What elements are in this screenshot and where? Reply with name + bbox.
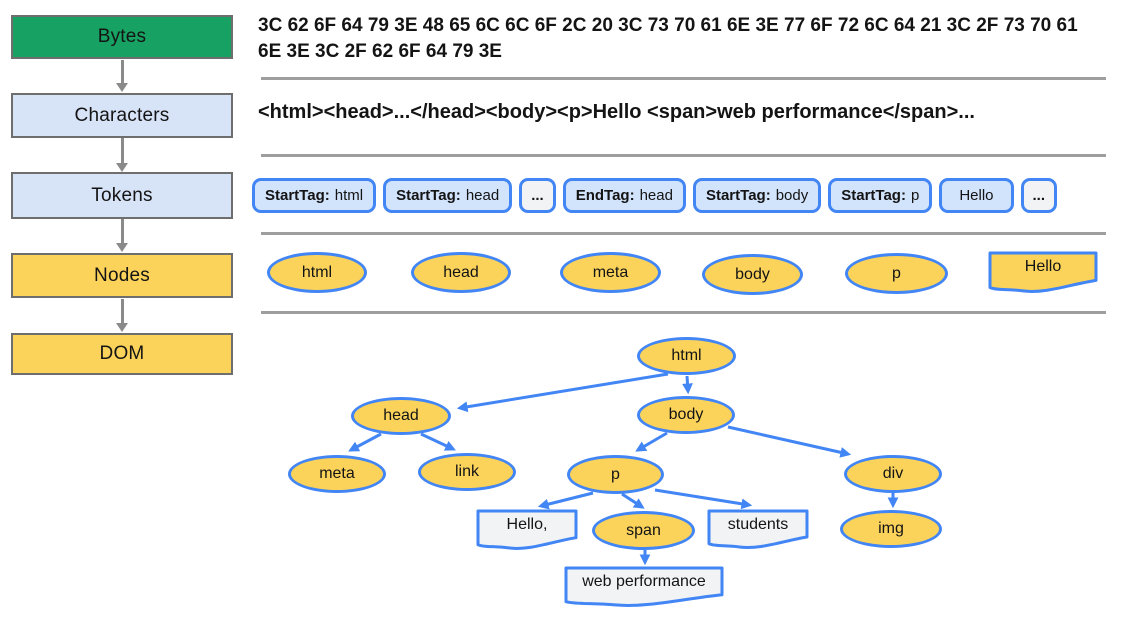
characters-text: <html><head>...</head><body><p>Hello <sp… bbox=[258, 101, 975, 123]
node-label: p bbox=[892, 264, 901, 282]
token-text-hello: Hello bbox=[939, 178, 1014, 213]
arrow-shaft bbox=[120, 60, 124, 83]
dom-node-meta: meta bbox=[288, 455, 386, 493]
dom-node-body: body bbox=[637, 396, 735, 434]
down-arrow-icon bbox=[115, 299, 129, 332]
token-type: StartTag: bbox=[396, 187, 461, 204]
token-ellipsis: ... bbox=[1020, 178, 1058, 213]
token-value: html bbox=[334, 187, 364, 204]
stage-tokens: Tokens bbox=[11, 172, 233, 219]
bytes-hex-line-1: 3C 62 6F 64 79 3E 48 65 6C 6C 6F 2C 20 3… bbox=[258, 15, 1078, 36]
down-arrow-icon bbox=[115, 138, 129, 172]
dom-node-div: div bbox=[844, 455, 942, 493]
down-arrow-icon bbox=[115, 60, 129, 92]
token-starttag-head: StartTag:head bbox=[383, 178, 513, 213]
token-type: StartTag: bbox=[265, 187, 330, 204]
node-label: Hello, bbox=[506, 515, 548, 533]
node-label: body bbox=[735, 265, 770, 283]
node-textnode-hello: Hello bbox=[988, 251, 1098, 293]
node-label: meta bbox=[319, 465, 355, 482]
dom-node-link: link bbox=[418, 453, 516, 491]
down-arrow-icon bbox=[115, 219, 129, 252]
dom-textnode-web-performance: web performance bbox=[564, 566, 724, 607]
stage-dom: DOM bbox=[11, 333, 233, 375]
dom-textnode-students: students bbox=[707, 509, 809, 550]
token-value: Hello bbox=[959, 187, 994, 204]
token-type: EndTag: bbox=[575, 187, 635, 204]
arrow-shaft bbox=[120, 138, 124, 163]
arrow-shaft bbox=[120, 219, 124, 243]
node-label: img bbox=[878, 520, 904, 537]
node-label: web performance bbox=[582, 572, 706, 590]
token-type: StartTag: bbox=[705, 187, 771, 204]
node-label: Hello bbox=[1024, 258, 1062, 276]
dom-node-head: head bbox=[351, 397, 451, 435]
document-shape-icon bbox=[564, 566, 724, 607]
stage-characters-label: Characters bbox=[74, 104, 170, 126]
arrow-head bbox=[116, 323, 128, 332]
node-label: p bbox=[611, 465, 620, 483]
token-endtag-head: EndTag:head bbox=[562, 178, 686, 213]
token-value: head bbox=[465, 187, 500, 204]
stage-dom-label: DOM bbox=[99, 343, 145, 364]
dom-node-span: span bbox=[592, 511, 695, 550]
token-starttag-html: StartTag:html bbox=[252, 178, 377, 213]
node-label: meta bbox=[592, 263, 629, 281]
row-divider bbox=[261, 311, 1106, 314]
arrow-head bbox=[116, 163, 128, 172]
document-shape-icon bbox=[707, 509, 809, 550]
row-divider bbox=[261, 232, 1106, 235]
arrow-head bbox=[116, 243, 128, 252]
token-value: p bbox=[910, 187, 920, 204]
bytes-hex-line-2: 6E 3E 3C 2F 62 6F 64 79 3E bbox=[258, 41, 502, 62]
dom-node-img: img bbox=[840, 510, 942, 548]
token-value: ... bbox=[531, 187, 544, 204]
stage-nodes: Nodes bbox=[11, 253, 233, 298]
node-label: div bbox=[882, 465, 904, 482]
stage-nodes-label: Nodes bbox=[94, 264, 150, 286]
node-label: body bbox=[668, 406, 704, 423]
stage-bytes: Bytes bbox=[11, 15, 233, 59]
token-value: ... bbox=[1032, 187, 1046, 204]
stage-tokens-label: Tokens bbox=[91, 184, 153, 206]
node-label: students bbox=[727, 515, 789, 533]
node-label: span bbox=[626, 521, 661, 539]
node-ellipse-html: html bbox=[267, 252, 367, 293]
dom-node-html: html bbox=[637, 337, 736, 375]
token-value: body bbox=[775, 187, 809, 204]
token-ellipsis: ... bbox=[519, 178, 556, 213]
node-ellipse-head: head bbox=[411, 252, 511, 293]
node-label: html bbox=[301, 263, 333, 281]
token-value: head bbox=[639, 187, 673, 204]
node-ellipse-p: p bbox=[845, 253, 948, 294]
stage-characters: Characters bbox=[11, 93, 233, 138]
document-shape-icon bbox=[988, 251, 1098, 293]
node-ellipse-meta: meta bbox=[560, 252, 661, 293]
node-ellipse-body: body bbox=[702, 254, 803, 295]
row-divider bbox=[261, 154, 1106, 157]
row-divider bbox=[261, 77, 1106, 80]
tokens-row: StartTag:html StartTag:head ... EndTag:h… bbox=[252, 178, 1058, 213]
document-shape-icon bbox=[476, 509, 578, 550]
node-label: head bbox=[383, 407, 419, 424]
dom-textnode-hello: Hello, bbox=[476, 509, 578, 550]
node-label: html bbox=[671, 347, 702, 364]
arrow-shaft bbox=[120, 299, 124, 323]
node-label: link bbox=[454, 463, 479, 480]
token-starttag-body: StartTag:body bbox=[692, 178, 822, 213]
token-starttag-p: StartTag:p bbox=[828, 178, 933, 213]
arrow-head bbox=[116, 83, 128, 92]
token-type: StartTag: bbox=[841, 187, 906, 204]
node-label: head bbox=[443, 263, 479, 281]
stage-bytes-label: Bytes bbox=[97, 26, 147, 47]
dom-node-p: p bbox=[567, 455, 664, 494]
